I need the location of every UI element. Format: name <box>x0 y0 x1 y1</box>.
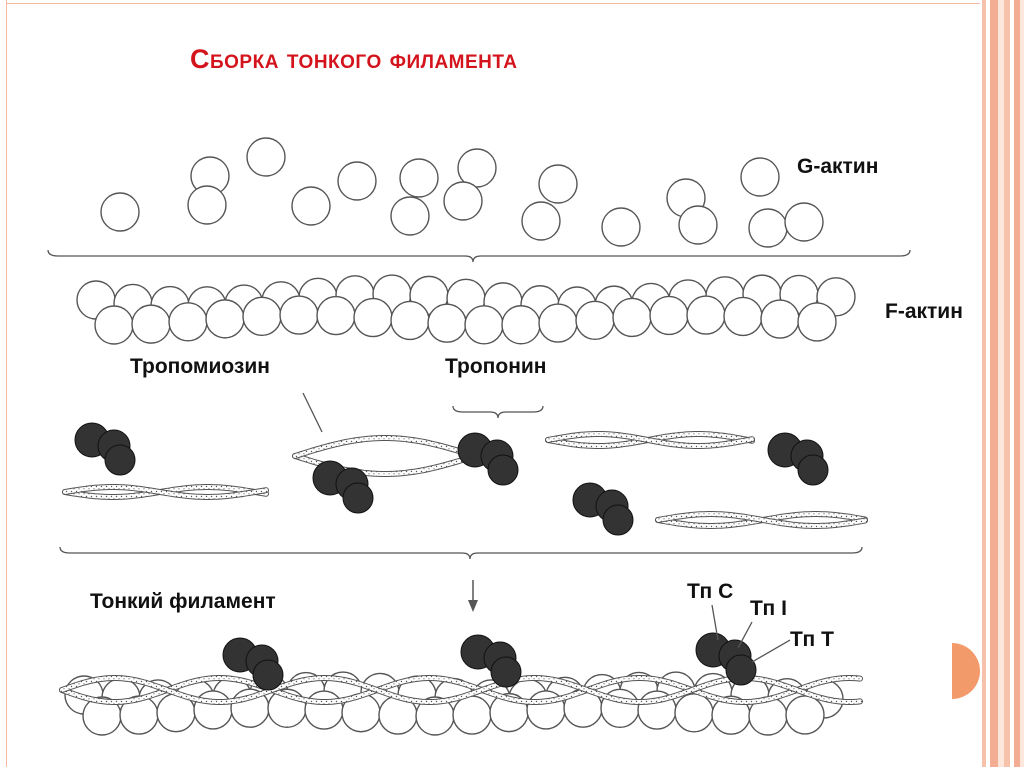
f-actin-monomer <box>575 300 615 340</box>
troponin-on-filament <box>695 632 757 686</box>
tropomyosin-strand <box>63 485 268 499</box>
f-actin-monomer <box>464 305 504 345</box>
troponin-complex <box>767 432 829 486</box>
tropomyosin-leader-line <box>302 392 323 433</box>
brace-g-to-f <box>47 249 911 263</box>
g-actin-label: G-актин <box>797 155 879 178</box>
thin-filament-actin <box>674 693 714 733</box>
g-actin-monomer <box>246 137 286 177</box>
troponin-c-label: Тп С <box>687 580 734 603</box>
f-actin-monomer <box>279 295 319 335</box>
next-slide-tab[interactable] <box>952 643 1000 699</box>
f-actin-monomer <box>649 295 689 336</box>
troponin-subunit <box>104 444 136 476</box>
g-actin-monomer <box>521 201 561 241</box>
f-actin-monomer <box>760 299 800 339</box>
f-actin-monomer <box>612 297 652 338</box>
troponin-complex <box>312 460 374 514</box>
troponin-subunit <box>252 659 284 691</box>
f-actin-monomer <box>723 296 763 337</box>
tropomyosin-strand <box>546 432 754 448</box>
troponin-on-filament <box>460 634 522 688</box>
frame-left-line <box>6 0 7 767</box>
troponin-brace <box>452 405 544 419</box>
thin-filament-actin <box>785 695 825 735</box>
f-actin-label: F-актин <box>885 300 963 323</box>
f-actin-monomer <box>94 305 134 345</box>
g-actin-monomer <box>390 196 430 236</box>
g-actin-monomer <box>187 185 227 225</box>
thin-filament-actin <box>452 695 492 735</box>
thin-filament-actin <box>304 690 344 730</box>
troponin-subunit <box>487 454 519 486</box>
g-actin-monomer <box>457 148 497 188</box>
f-actin-monomer <box>797 302 837 342</box>
f-actin-monomer <box>501 305 541 345</box>
f-actin-monomer <box>242 296 282 337</box>
troponin-label: Тропонин <box>445 355 547 378</box>
slide-title: Сборка тонкого филамента <box>190 44 518 74</box>
g-actin-monomer <box>399 158 439 198</box>
thin-filament <box>59 632 863 736</box>
tropomyosin-strand <box>60 676 862 704</box>
g-actin-monomer <box>337 161 377 201</box>
brace-to-thin-filament <box>59 546 863 560</box>
troponin-subunit <box>725 654 757 686</box>
decorative-stripes <box>980 0 1024 767</box>
g-actin-monomer <box>740 157 780 197</box>
f-actin-monomer <box>353 297 393 338</box>
troponin-subunit <box>342 482 374 514</box>
g-actin-monomer <box>100 192 140 232</box>
f-actin-monomer <box>168 302 208 342</box>
g-actin-monomer <box>678 205 718 245</box>
troponin-on-filament <box>222 637 284 691</box>
g-actin-monomer <box>784 202 824 242</box>
troponin-subunit <box>602 504 634 536</box>
troponin-i-label: Тп I <box>750 597 787 620</box>
g-actin-monomers <box>100 137 824 248</box>
g-actin-monomer <box>538 164 578 204</box>
thin-filament-label: Тонкий филамент <box>90 590 276 613</box>
f-actin-monomer <box>390 300 430 341</box>
f-actin-monomer <box>538 303 578 343</box>
f-actin-filament <box>76 274 856 345</box>
troponin-subunit-leaders <box>711 604 791 663</box>
assembly-arrow <box>468 580 478 612</box>
f-actin-monomer <box>686 295 726 335</box>
g-actin-monomer <box>443 181 483 221</box>
troponin-subunit <box>490 656 522 688</box>
g-actin-monomer <box>748 208 788 248</box>
thin-filament-actin <box>193 690 233 730</box>
troponin-complex <box>572 482 634 536</box>
troponin-complexes <box>74 422 829 536</box>
g-actin-monomer <box>601 207 641 247</box>
tropomyosin-strand <box>60 676 862 704</box>
troponin-complex <box>457 432 519 486</box>
troponin-t-label: Тп Т <box>790 628 834 651</box>
f-actin-monomer <box>427 303 467 343</box>
f-actin-monomer <box>131 304 171 344</box>
f-actin-monomer <box>205 299 245 339</box>
tropomyosin-strand <box>656 512 867 528</box>
troponin-complex <box>74 422 136 476</box>
f-actin-monomer <box>316 295 356 336</box>
g-actin-monomer <box>291 186 331 226</box>
tropomyosin-label: Тропомиозин <box>130 355 270 378</box>
frame-top-line <box>6 3 982 4</box>
troponin-subunit <box>797 454 829 486</box>
